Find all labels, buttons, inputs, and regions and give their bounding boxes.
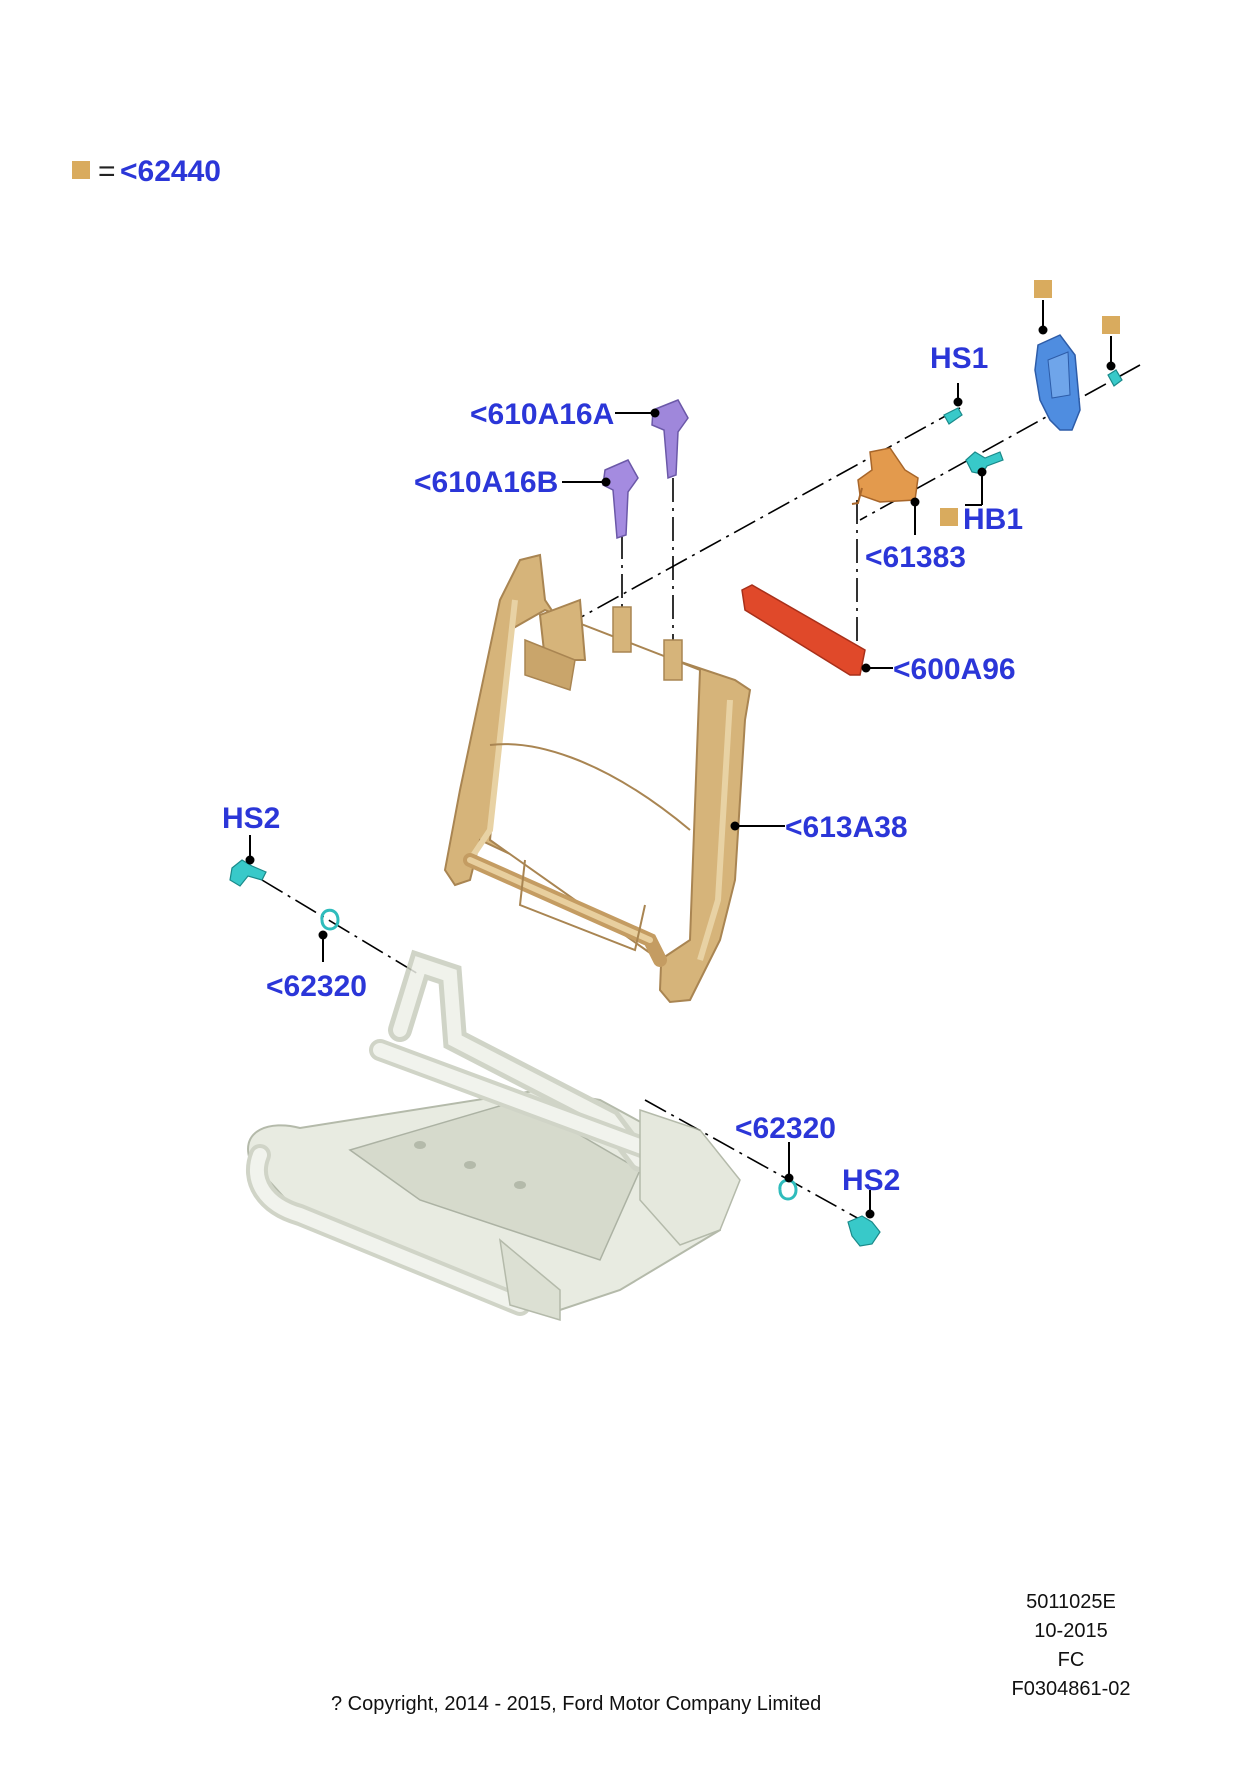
callout-62320-left: <62320 bbox=[266, 970, 367, 1003]
legend-swatch bbox=[72, 161, 90, 179]
callout-hb1: HB1 bbox=[963, 503, 1023, 536]
hinge-bracket bbox=[851, 447, 919, 505]
callout-61383: <61383 bbox=[865, 541, 966, 574]
part-swatches bbox=[940, 280, 1120, 526]
footer-date: 10-2015 bbox=[1034, 1620, 1107, 1642]
swatch-hb1 bbox=[940, 508, 958, 526]
legend-code: <62440 bbox=[120, 155, 221, 188]
footer-ref-code: 5011025E bbox=[1026, 1591, 1116, 1613]
assembly-line-hs2-right bbox=[644, 1099, 871, 1226]
bolt-hs2-left bbox=[229, 859, 267, 887]
footer: 5011025E 10-2015 FC F0304861-02 ? Copyri… bbox=[331, 1591, 1130, 1715]
seat-back-frame bbox=[443, 553, 752, 1004]
bolt-hb1 bbox=[965, 451, 1004, 475]
footer-figure-id: F0304861-02 bbox=[1012, 1678, 1131, 1700]
swatch-pin bbox=[1102, 316, 1120, 334]
release-strap bbox=[741, 584, 866, 676]
bolt-hs2-right bbox=[847, 1215, 881, 1247]
footer-copyright: ? Copyright, 2014 - 2015, Ford Motor Com… bbox=[331, 1693, 821, 1715]
headrest-guide-b bbox=[602, 459, 639, 540]
swatch-latch bbox=[1034, 280, 1052, 298]
bolt-hs1 bbox=[943, 407, 963, 425]
base-frame bbox=[246, 949, 741, 1322]
clip-62320-right bbox=[778, 1178, 798, 1201]
callout-hs1: HS1 bbox=[930, 342, 988, 375]
assembly-line-hs1 bbox=[544, 407, 961, 638]
assembly-lines bbox=[261, 364, 1141, 1226]
callout-labels: HS1 <610A16A <610A16B HB1 <61383 <600A96… bbox=[222, 342, 1023, 1197]
legend-equals: = bbox=[98, 155, 116, 188]
callout-600a96: <600A96 bbox=[893, 653, 1016, 686]
callout-hs2-right: HS2 bbox=[842, 1164, 900, 1197]
fasteners bbox=[229, 369, 1123, 1247]
assembly-line-hs2-left bbox=[261, 879, 421, 976]
leader-lines bbox=[245, 300, 1116, 1219]
legend: = <62440 bbox=[72, 155, 221, 188]
callout-62320-right: <62320 bbox=[735, 1112, 836, 1145]
latch bbox=[1034, 334, 1081, 431]
footer-market: FC bbox=[1058, 1649, 1085, 1671]
pin-small bbox=[1107, 369, 1123, 387]
headrest-guide-a bbox=[651, 399, 689, 480]
callout-613a38: <613A38 bbox=[785, 811, 908, 844]
callout-hs2-left: HS2 bbox=[222, 802, 280, 835]
callout-610a16b: <610A16B bbox=[414, 466, 558, 499]
clip-62320-left bbox=[320, 908, 340, 931]
callout-610a16a: <610A16A bbox=[470, 398, 614, 431]
